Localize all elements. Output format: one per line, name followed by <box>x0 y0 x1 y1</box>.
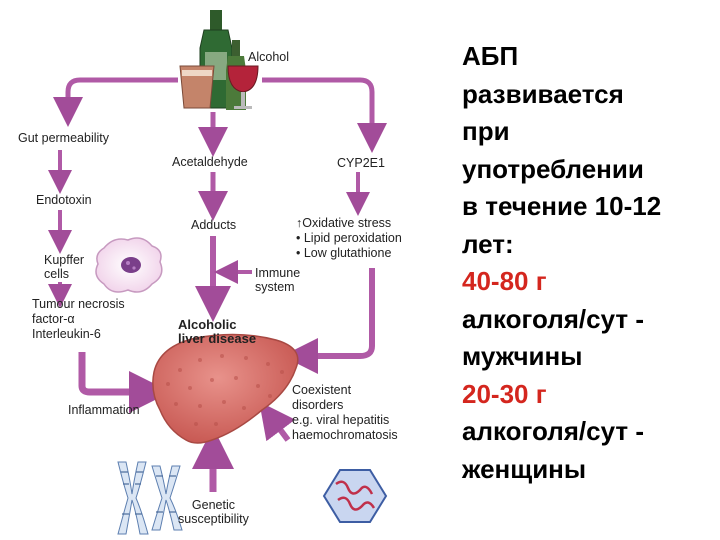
ald-line-2: liver disease <box>178 331 257 346</box>
tnf-line-3: Interleukin-6 <box>32 327 101 341</box>
label-endotoxin: Endotoxin <box>36 193 92 207</box>
kupffer-line-2: cells <box>44 267 70 281</box>
tnf-line-2: factor-α <box>32 312 75 326</box>
text-line-6: лет: <box>462 228 514 259</box>
genetic-line-1: Genetic <box>191 498 235 512</box>
tnf-line-1: Tumour necrosis <box>32 297 125 311</box>
text-line-1: АБП <box>462 41 519 71</box>
label-gut-permeability: Gut permeability <box>18 131 110 145</box>
kupffer-cell-icon <box>95 237 163 293</box>
coexistent-line-4: haemochromatosis <box>292 428 398 442</box>
label-alcoholic-liver-disease: Alcoholic liver disease <box>178 318 256 346</box>
genetic-line-2: susceptibility <box>178 512 249 526</box>
oxidative-line-1: ↑Oxidative stress <box>296 216 392 230</box>
right-loop-arrow <box>262 77 387 153</box>
arrow-tnf-to-inflammation <box>78 352 171 413</box>
abp-description: АБП развивается при употреблении в течен… <box>462 38 717 488</box>
text-line-2: развивается <box>462 78 624 109</box>
label-genetic-susceptibility: Genetic susceptibility <box>178 498 249 526</box>
oxidative-line-3: • Low glutathione <box>296 246 392 260</box>
diagram-graphics <box>48 10 388 535</box>
coexistent-line-2: disorders <box>292 398 344 412</box>
liver-icon <box>152 333 299 444</box>
label-coexistent-disorders: Coexistent disorders e.g. viral hepatiti… <box>292 383 398 443</box>
label-kupffer: Kupffer cells <box>44 253 84 281</box>
label-tnf-il6: Tumour necrosis factor-α Interleukin-6 <box>32 297 125 342</box>
text-line-3: при <box>462 116 510 146</box>
label-adducts: Adducts <box>191 218 237 232</box>
chromosomes-icon <box>117 461 183 535</box>
arrow-oxidative-to-liver <box>282 268 375 374</box>
label-cyp2e1: CYP2E1 <box>337 156 385 170</box>
virus-icon <box>322 469 388 523</box>
coexistent-line-3: e.g. viral hepatitis <box>292 413 390 427</box>
ald-line-1: Alcoholic <box>178 317 237 332</box>
chromosome-bands <box>121 471 176 515</box>
label-oxidative-stress: ↑Oxidative stress • Lipid peroxidation •… <box>296 216 402 261</box>
left-loop-arrow <box>53 77 178 127</box>
men-unit: алкоголя/сут - <box>462 303 645 334</box>
immune-line-1: Immune <box>255 266 301 280</box>
text-line-4: употреблении <box>462 153 644 184</box>
arrow-coexistent-to-liver <box>259 401 296 442</box>
women-unit: алкоголя/сут - <box>462 416 645 446</box>
label-immune-system: Immune system <box>255 266 300 294</box>
text-line-5: в течение 10-12 <box>462 191 662 221</box>
label-inflammation: Inflammation <box>68 403 140 417</box>
coexistent-line-1: Coexistent <box>292 383 352 397</box>
label-alcohol: Alcohol <box>248 50 289 64</box>
oxidative-line-2: • Lipid peroxidation <box>296 231 402 245</box>
label-acetaldehyde: Acetaldehyde <box>172 155 248 169</box>
men-label: мужчины <box>462 341 583 371</box>
men-amount: 40-80 г <box>462 266 547 296</box>
women-label: женщины <box>462 453 587 484</box>
kupffer-line-1: Kupffer <box>44 253 85 267</box>
women-amount: 20-30 г <box>462 378 547 409</box>
alcohol-bottles-icon <box>179 10 259 110</box>
immune-line-2: system <box>255 280 295 294</box>
pathogenesis-diagram: Alcohol Gut permeability Endotoxin Kupff… <box>18 10 402 535</box>
